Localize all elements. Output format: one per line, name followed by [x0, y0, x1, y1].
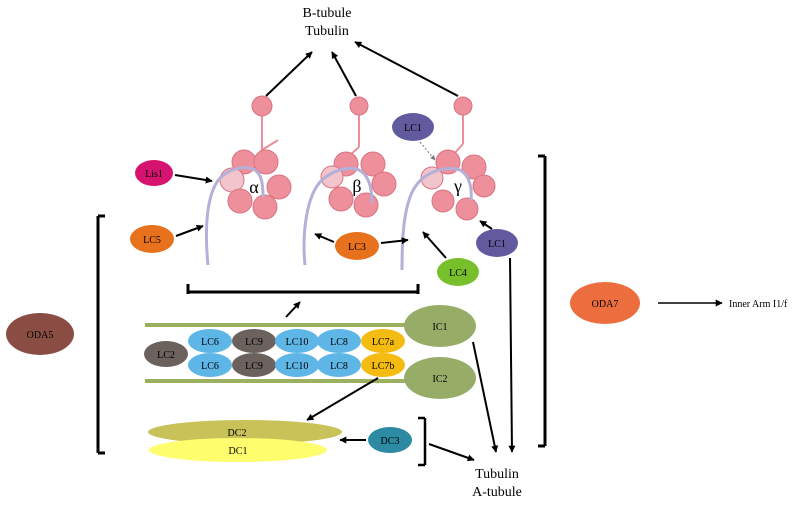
gamma-symbol: γ: [453, 176, 462, 196]
lc10-bottom-label: LC10: [286, 361, 309, 372]
beta-symbol: β: [352, 176, 361, 196]
ic1-label: IC1: [433, 322, 448, 333]
ic2-label: IC2: [433, 374, 448, 385]
lc5-node: LC5: [130, 225, 174, 253]
a-tubule-label: A-tubule: [472, 485, 522, 500]
lc4-label: LC4: [449, 268, 467, 279]
lc3-node: LC3: [335, 232, 379, 260]
heavy-chain-alpha: α: [204, 95, 292, 266]
lc4-node: LC4: [437, 258, 479, 286]
lc3-arrow-left: [314, 233, 335, 243]
lc5-label: LC5: [143, 235, 161, 246]
lc10-top-label: LC10: [286, 337, 309, 348]
inner-arm-label: Inner Arm I1/f: [729, 299, 788, 310]
stalk-head-alpha: [251, 95, 273, 117]
dc1-node: DC1: [149, 438, 327, 462]
dc3-node: DC3: [368, 427, 412, 453]
dc1-label: DC1: [229, 446, 248, 457]
lc1-top-node: LC1: [392, 113, 434, 141]
ic2-node: IC2: [404, 357, 476, 399]
ic-to-heavy-chain-arrow: [285, 301, 301, 318]
stalk-head-gamma: [453, 96, 473, 116]
lc6-top-label: LC6: [201, 337, 219, 348]
oda5-node: ODA5: [6, 313, 74, 355]
stalk-to-b-tubule-arrows: [265, 41, 459, 97]
lis1-label: Lis1: [145, 169, 163, 180]
lc3-label: LC3: [348, 242, 366, 253]
lc7b-label: LC7b: [372, 361, 395, 372]
oda5-label: ODA5: [27, 330, 54, 341]
heavy-chain-line-beta: [302, 166, 374, 266]
heavy-chain-line-gamma: [400, 167, 473, 271]
dc2-label: DC2: [228, 428, 247, 439]
lc8-bottom-label: LC8: [330, 361, 348, 372]
heavy-chain-gamma: γ: [400, 96, 496, 271]
b-tubule-tubulin-label: Tubulin: [305, 24, 349, 39]
dc3-label: DC3: [381, 436, 400, 447]
ic1-node: IC1: [404, 305, 476, 347]
lc2-node: LC2: [144, 341, 188, 367]
a-tubule-tubulin-label: Tubulin: [475, 467, 519, 482]
lis1-arrow: [174, 174, 213, 184]
light-chain-row-bottom: LC6 LC9 LC10 LC8 LC7b: [188, 353, 405, 377]
left-bracket: [96, 214, 105, 455]
heavy-chain-beta: β: [302, 96, 397, 266]
lc1-right-node: LC1: [476, 229, 518, 257]
lc4-arrow: [422, 231, 447, 259]
lc5-arrow: [175, 224, 204, 237]
tubulin-ring-beta: [320, 151, 397, 218]
lc1-right-label: LC1: [488, 239, 506, 250]
dc-bracket: [418, 416, 427, 467]
heavy-chain-bracket: [186, 284, 420, 294]
lc1-right-arrow: [479, 220, 493, 230]
tubulin-ring-gamma: [420, 149, 496, 221]
lc2-label: LC2: [157, 350, 175, 361]
lc9-bottom-label: LC9: [245, 361, 263, 372]
heavy-chain-line-alpha: [204, 166, 265, 266]
oda7-label: ODA7: [592, 299, 619, 310]
lc3-arrow-right: [380, 237, 409, 245]
light-chain-row-top: LC6 LC9 LC10 LC8 LC7a: [188, 329, 405, 353]
lc1-top-label: LC1: [404, 123, 422, 134]
lis1-node: Lis1: [135, 160, 173, 186]
lc1-top-arrow: [419, 141, 436, 161]
lc7a-label: LC7a: [372, 337, 395, 348]
dc2-node: DC2: [148, 420, 342, 444]
lc6-bottom-label: LC6: [201, 361, 219, 372]
lc9-top-label: LC9: [245, 337, 263, 348]
stalk-head-beta: [349, 96, 369, 116]
b-tubule-label: B-tubule: [303, 6, 352, 21]
a-tubule-arrows: [428, 257, 516, 462]
lc7b-to-dc2-arrow: [306, 377, 379, 421]
alpha-symbol: α: [249, 177, 259, 197]
right-bracket: [538, 154, 547, 448]
oda7-node: ODA7: [570, 282, 640, 324]
lc8-top-label: LC8: [330, 337, 348, 348]
